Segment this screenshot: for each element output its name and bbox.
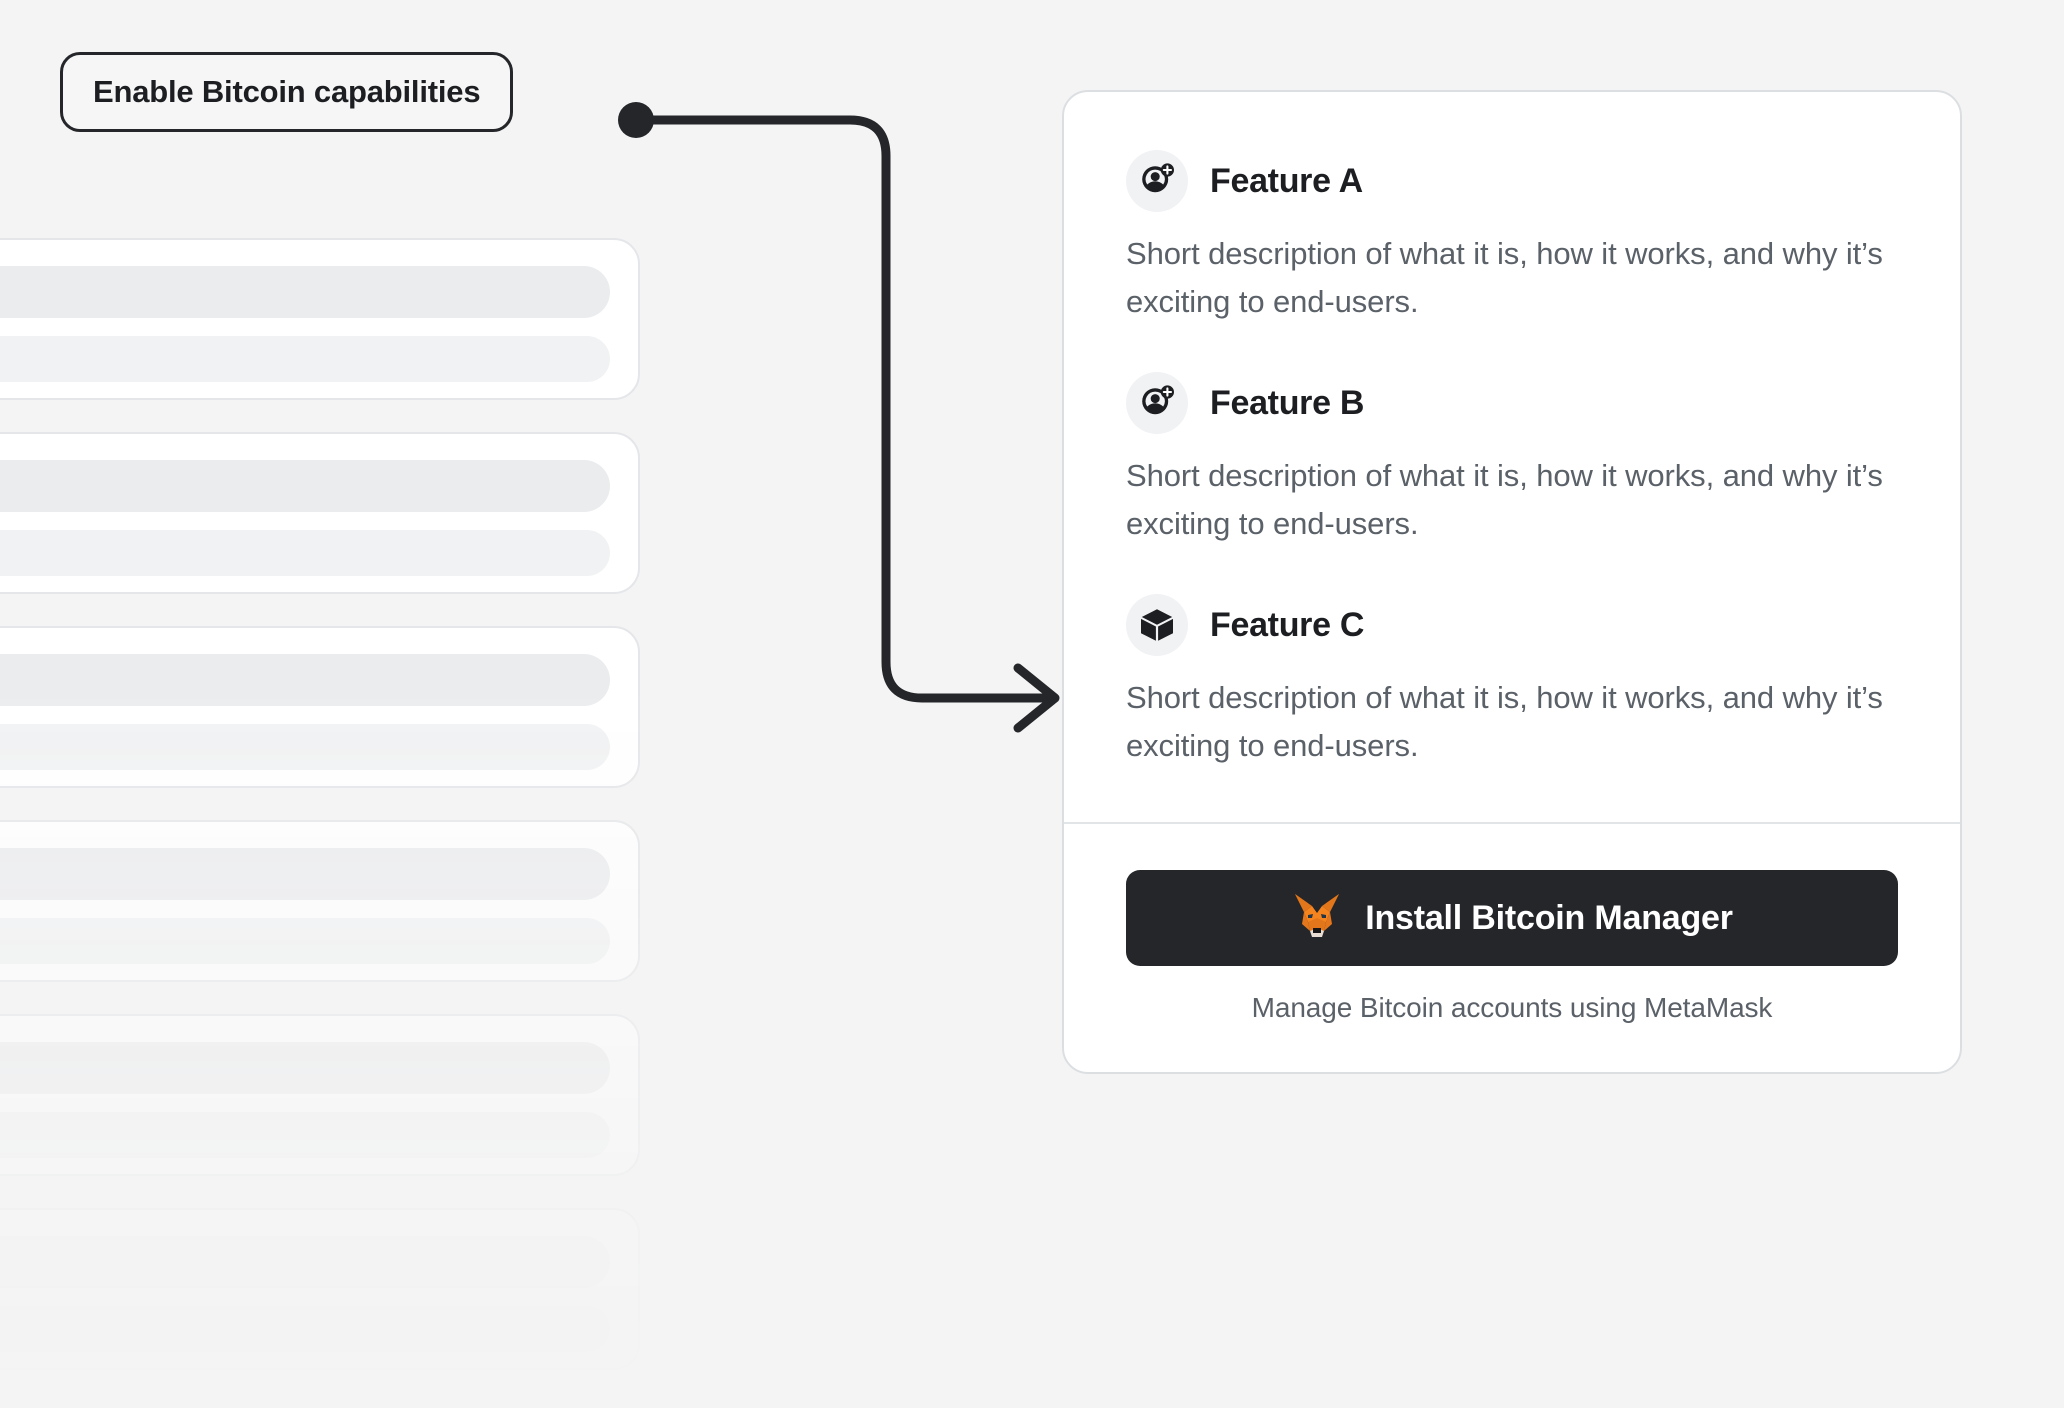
skeleton-bar: [0, 266, 610, 318]
skeleton-bar: [0, 654, 610, 706]
feature-item-b: Feature B Short description of what it i…: [1126, 372, 1898, 548]
skeleton-bar: [0, 1112, 610, 1158]
skeleton-card: [0, 626, 640, 788]
feature-item-c: Feature C Short description of what it i…: [1126, 594, 1898, 770]
feature-c-description: Short description of what it is, how it …: [1126, 680, 1883, 764]
connector-path: [631, 115, 1057, 703]
feature-c-title: Feature C: [1210, 605, 1365, 644]
skeleton-bar: [0, 460, 610, 512]
account-add-icon: [1126, 150, 1188, 212]
skeleton-bar: [0, 336, 610, 382]
feature-b-description: Short description of what it is, how it …: [1126, 458, 1883, 542]
skeleton-bar: [0, 918, 610, 964]
skeleton-card: [0, 1208, 640, 1370]
arrowhead-icon: [1013, 663, 1060, 733]
feature-a-description: Short description of what it is, how it …: [1126, 236, 1883, 320]
skeleton-bar: [0, 1042, 610, 1094]
feature-a-header: Feature A: [1126, 150, 1898, 212]
card-footer: Install Bitcoin Manager Manage Bitcoin a…: [1064, 824, 1960, 1072]
connector-anchor-dot: [618, 102, 654, 138]
skeleton-card: [0, 238, 640, 400]
feature-c-header: Feature C: [1126, 594, 1898, 657]
callout-pill[interactable]: Enable Bitcoin capabilities: [60, 52, 514, 132]
install-bitcoin-manager-button[interactable]: Install Bitcoin Manager: [1126, 870, 1898, 967]
skeleton-bar: [0, 1306, 610, 1352]
skeleton-bar: [0, 1236, 610, 1288]
feature-b-header: Feature B: [1126, 372, 1898, 435]
features-list: Feature A Short description of what it i…: [1064, 92, 1960, 822]
card-divider: [1064, 822, 1960, 825]
skeleton-card: [0, 820, 640, 982]
skeleton-bar: [0, 724, 610, 770]
metamask-fox-icon: [1291, 892, 1343, 945]
feature-item-a: Feature A Short description of what it i…: [1126, 150, 1898, 326]
skeleton-bar: [0, 848, 610, 900]
skeleton-card: [0, 1014, 640, 1176]
background-skeleton-column: [0, 238, 640, 1408]
skeleton-bar: [0, 530, 610, 576]
skeleton-card: [0, 432, 640, 594]
feature-a-title: Feature A: [1210, 161, 1363, 200]
callout-pill-label: Enable Bitcoin capabilities: [93, 74, 481, 109]
feature-b-title: Feature B: [1210, 383, 1365, 422]
install-caption: Manage Bitcoin accounts using MetaMask: [1251, 992, 1773, 1024]
cube-icon: [1126, 594, 1188, 657]
feature-card: Feature A Short description of what it i…: [1062, 90, 1962, 1075]
install-button-label: Install Bitcoin Manager: [1365, 898, 1733, 937]
account-add-icon: [1126, 372, 1188, 435]
